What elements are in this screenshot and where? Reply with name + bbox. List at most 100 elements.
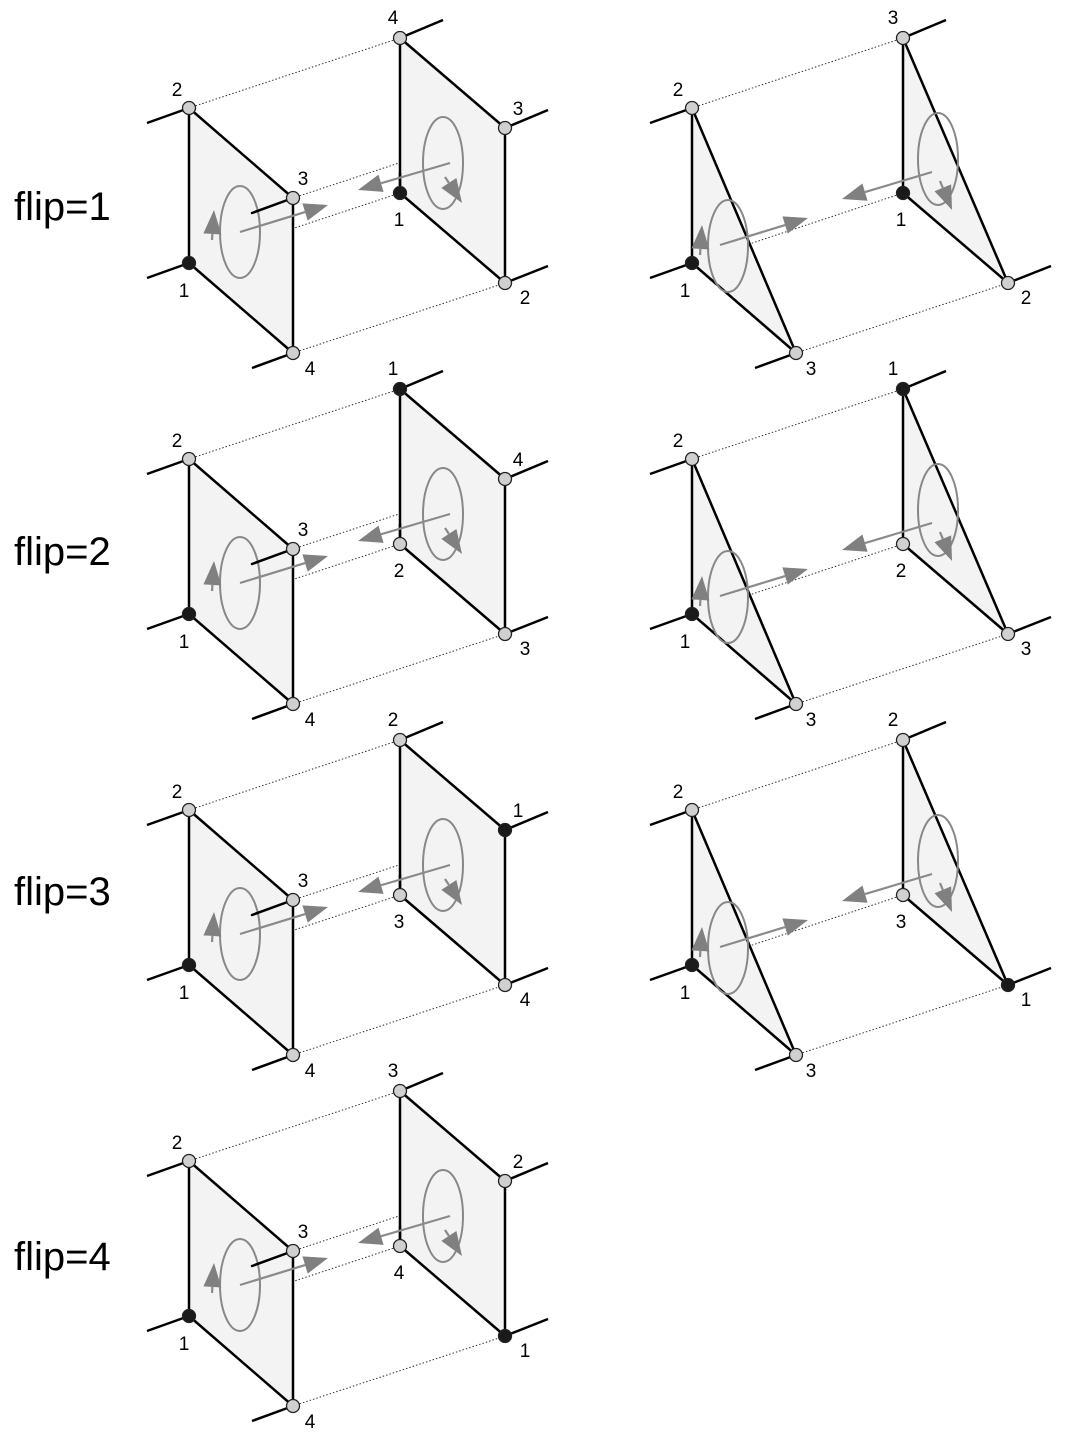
node-left-2 (181, 1153, 197, 1169)
arrow-forward-head (782, 567, 808, 585)
connector (292, 633, 506, 705)
arrow-back-shaft (380, 161, 451, 185)
row-label-2: flip=2 (14, 530, 111, 574)
label-right-center: 1 (896, 210, 907, 231)
connector (188, 388, 401, 460)
axis-stub (1007, 966, 1052, 987)
connector (188, 1090, 401, 1162)
arrow-back-head (842, 885, 868, 903)
node-right-top (895, 30, 911, 46)
node-left-3 (285, 190, 301, 206)
node-right-center (895, 536, 911, 552)
node-left-2 (181, 802, 197, 818)
label-left-2: 2 (172, 80, 183, 101)
axis-stub (649, 457, 693, 476)
node-right-lower (1000, 275, 1016, 291)
node-right-center (392, 887, 408, 903)
arrow-rot-right-shaft (938, 531, 944, 540)
label-right-top: 3 (388, 1061, 399, 1082)
node-left-3 (788, 1047, 804, 1063)
axis-stub (251, 702, 294, 721)
axis-stub (146, 963, 190, 982)
axis-stub (754, 702, 797, 721)
label-left-3: 3 (298, 520, 309, 541)
label-left-3: 3 (806, 359, 817, 380)
axis-stub (754, 1053, 797, 1072)
axis-stub (146, 612, 190, 631)
arrow-back-shaft (380, 512, 451, 536)
axis-stub (251, 1053, 294, 1072)
axis-stub (902, 18, 947, 40)
label-right-center: 2 (896, 561, 907, 582)
arrow-forward-head (302, 1256, 328, 1274)
label-left-2: 2 (673, 782, 684, 803)
arrow-back-head (842, 183, 868, 201)
arrow-rot-left-head (691, 225, 710, 250)
arrow-rot-right-shaft (444, 176, 450, 184)
right-face (398, 1089, 507, 1338)
axis-stub (146, 808, 190, 827)
label-right-top: 1 (888, 359, 899, 380)
node-left-1 (181, 1308, 197, 1324)
arrow-rot-right-head (441, 528, 462, 554)
label-right-center: 4 (394, 1263, 405, 1284)
node-left-3 (788, 345, 804, 361)
arrow-forward-head (302, 203, 328, 221)
arrow-rot-right-shaft (444, 1229, 450, 1237)
axis-stub (146, 457, 190, 476)
label-right-top: 1 (388, 359, 399, 380)
rotation-arc-right (422, 818, 464, 912)
label-left-3: 3 (298, 871, 309, 892)
arrow-rot-right-shaft (444, 878, 450, 886)
arrow-back-shaft (864, 170, 933, 194)
node-left-2 (181, 100, 197, 116)
node-left-4 (285, 1047, 301, 1063)
node-right-lower (1000, 626, 1016, 642)
arrow-forward-head (782, 918, 808, 936)
node-left-2 (684, 802, 700, 818)
label-left-1: 1 (179, 632, 190, 653)
node-right-top (392, 732, 408, 748)
axis-stub (504, 264, 549, 285)
node-right-top (392, 381, 408, 397)
label-right-upper: 2 (513, 1152, 524, 1173)
connector (691, 37, 904, 109)
arrow-back-shaft (864, 872, 933, 896)
connector (292, 282, 506, 354)
axis-stub (504, 1161, 549, 1183)
connector (292, 1335, 506, 1407)
label-right-lower: 1 (1021, 990, 1032, 1011)
label-left-2: 2 (673, 431, 684, 452)
axis-stub (399, 1071, 444, 1093)
connector (691, 739, 904, 811)
right-face (901, 387, 1010, 636)
axis-stub (504, 459, 549, 481)
right-face (901, 36, 1010, 285)
node-right-upper (497, 822, 513, 838)
node-right-lower (497, 626, 513, 642)
node-right-lower (497, 1328, 513, 1344)
tick-left (250, 1249, 295, 1268)
rotation-arc-right (422, 116, 464, 210)
arrow-rot-right-shaft (444, 527, 450, 535)
label-left-1: 1 (680, 632, 691, 653)
label-left-4: 4 (305, 359, 316, 380)
label-left-4: 4 (305, 1412, 316, 1433)
node-right-top (392, 30, 408, 46)
axis-stub (649, 612, 693, 631)
label-right-top: 2 (388, 710, 399, 731)
label-left-1: 1 (179, 983, 190, 1004)
node-right-top (895, 732, 911, 748)
label-left-1: 1 (179, 281, 190, 302)
axis-stub (146, 1314, 190, 1333)
node-left-3 (285, 892, 301, 908)
label-left-2: 2 (172, 782, 183, 803)
axis-stub (251, 1404, 294, 1423)
arrow-rot-left-head (203, 210, 222, 235)
node-right-lower (1000, 977, 1016, 993)
connector (795, 282, 1009, 354)
label-right-lower: 4 (520, 990, 531, 1011)
